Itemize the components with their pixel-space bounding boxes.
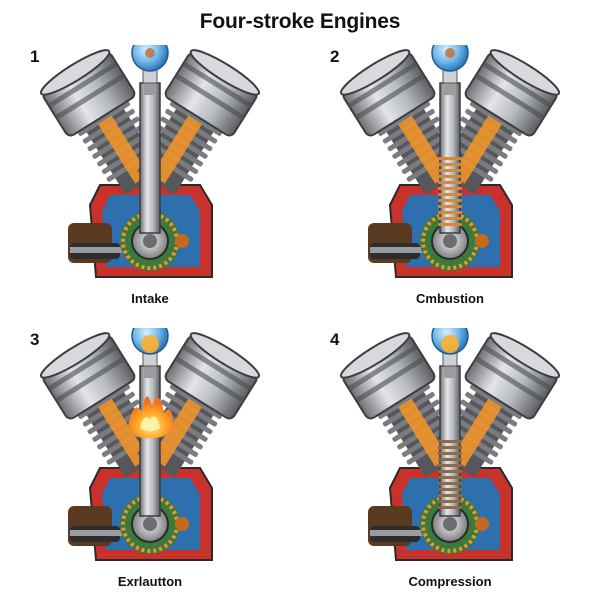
connecting-rod	[439, 75, 461, 234]
spark-plug	[431, 45, 469, 84]
stroke-label: Compression	[408, 574, 492, 589]
connecting-rod	[139, 75, 161, 234]
cylinder	[437, 332, 561, 478]
crankshaft-gear	[420, 211, 489, 271]
stroke-panel-compression: 4 Compression	[300, 318, 600, 608]
stroke-label: Intake	[131, 291, 169, 306]
step-number: 1	[30, 47, 40, 66]
step-number: 3	[30, 330, 40, 349]
cylinder	[339, 332, 463, 478]
stroke-panel-explosion: 3 Exrlautton	[0, 318, 300, 608]
step-number: 4	[330, 330, 340, 349]
spark-plug	[131, 328, 169, 367]
spark-plug	[431, 328, 469, 367]
combustion-flame	[128, 396, 174, 439]
engine-illustration	[39, 45, 261, 278]
cylinder	[39, 49, 163, 195]
stroke-label: Exrlautton	[117, 574, 183, 589]
diagram-title: Four-stroke Engines	[199, 10, 401, 33]
step-number: 2	[330, 47, 340, 66]
connecting-rod	[439, 358, 461, 517]
stroke-panel-intake: 1 Intake	[0, 35, 300, 325]
engine-illustration	[339, 45, 561, 278]
engine-illustration	[339, 328, 561, 561]
cylinder	[137, 332, 261, 478]
valve-spring	[438, 440, 462, 509]
engine-illustration	[39, 328, 261, 561]
stroke-label: Cmbustion	[416, 291, 484, 306]
crankshaft-gear	[420, 494, 489, 554]
valve-spring	[438, 157, 462, 226]
spark-plug	[131, 45, 169, 84]
stroke-panel-combustion: 2 Cmbustion	[300, 35, 600, 325]
